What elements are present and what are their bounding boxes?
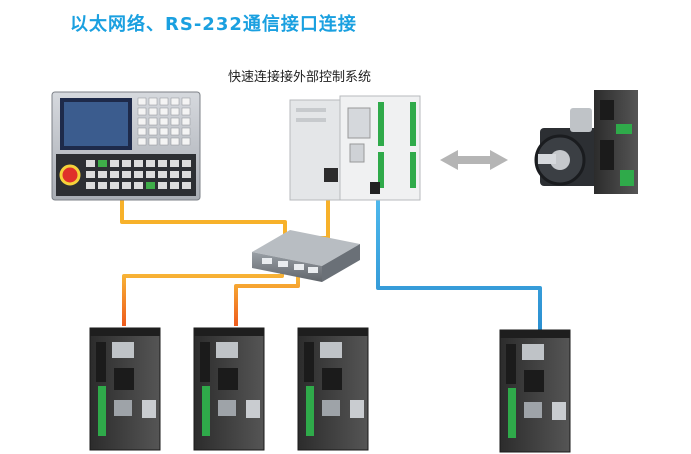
cable-plc-switch: [318, 200, 330, 240]
switch-icon: [252, 230, 360, 282]
drive-2: [193, 327, 265, 451]
servo-icon: [534, 90, 638, 194]
drive-3: [297, 327, 369, 451]
rs232-cable: [376, 200, 542, 330]
drive-4: [499, 329, 571, 453]
cable-switch-drive1: [122, 266, 284, 326]
drive-1: [89, 327, 161, 451]
cnc-panel-icon: [51, 91, 201, 201]
plc-icon: [289, 95, 421, 201]
cable-cnc-switch: [120, 198, 287, 246]
cable-switch-drive2: [234, 270, 300, 326]
bidirectional-arrow-icon: [440, 150, 508, 170]
page-title: 以太网络、RS-232通信接口连接: [70, 14, 357, 35]
plc-caption: 快速连接接外部控制系统: [228, 70, 372, 85]
